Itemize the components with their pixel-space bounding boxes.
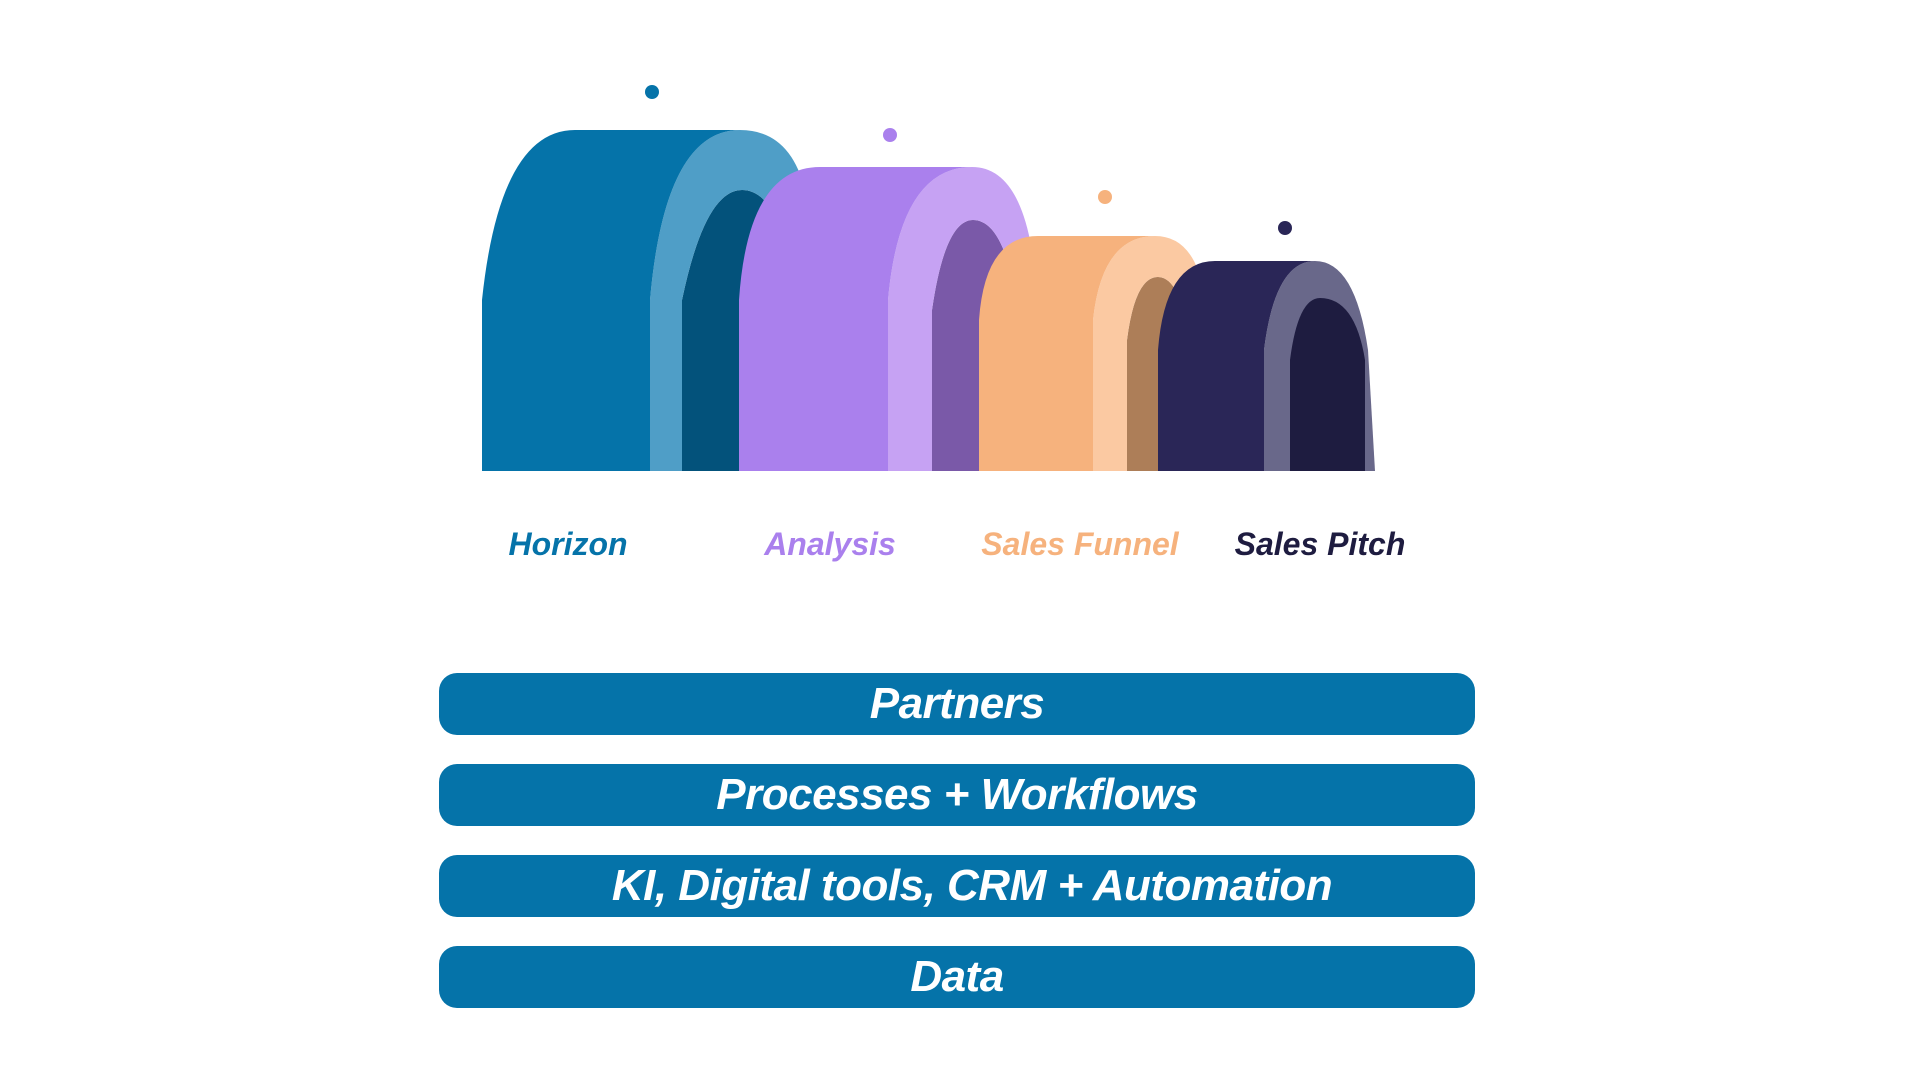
- arch-analysis-label: Analysis: [763, 526, 896, 562]
- arch-sales-funnel-dot: [1098, 190, 1112, 204]
- arch-horizon-side: [650, 130, 805, 471]
- foundation-bar-label: Processes + Workflows: [716, 770, 1198, 819]
- arch-sales-pitch: [1158, 221, 1375, 471]
- arch-analysis-dot: [883, 128, 897, 142]
- foundation-bar-data: Data: [439, 946, 1475, 1008]
- foundation-bar-label: Data: [910, 952, 1004, 1001]
- arch-sales-funnel-label: Sales Funnel: [981, 526, 1180, 562]
- foundation-bar-partners: Partners: [439, 673, 1475, 735]
- arch-analysis-front: [739, 167, 972, 471]
- foundation-bar-label: KI, Digital tools, CRM + Automation: [611, 861, 1333, 910]
- arch-sales-pitch-inner: [1290, 298, 1365, 471]
- foundation-bar-processes: Processes + Workflows: [439, 764, 1475, 826]
- arch-horizon-dot: [645, 85, 659, 99]
- arch-sales-funnel-side: [1093, 236, 1198, 471]
- arch-sales-pitch-dot: [1278, 221, 1292, 235]
- arch-sales-pitch-front: [1158, 261, 1315, 471]
- arch-sales-pitch-label: Sales Pitch: [1235, 526, 1406, 562]
- arch-horizon-label: Horizon: [508, 526, 627, 562]
- foundation-bar-tools: KI, Digital tools, CRM + Automation: [439, 855, 1475, 917]
- arch-sales-funnel-front: [979, 236, 1155, 471]
- arch-horizon-front: [482, 130, 740, 471]
- arch-analysis-side: [888, 167, 1030, 471]
- foundation-bar-label: Partners: [869, 679, 1045, 728]
